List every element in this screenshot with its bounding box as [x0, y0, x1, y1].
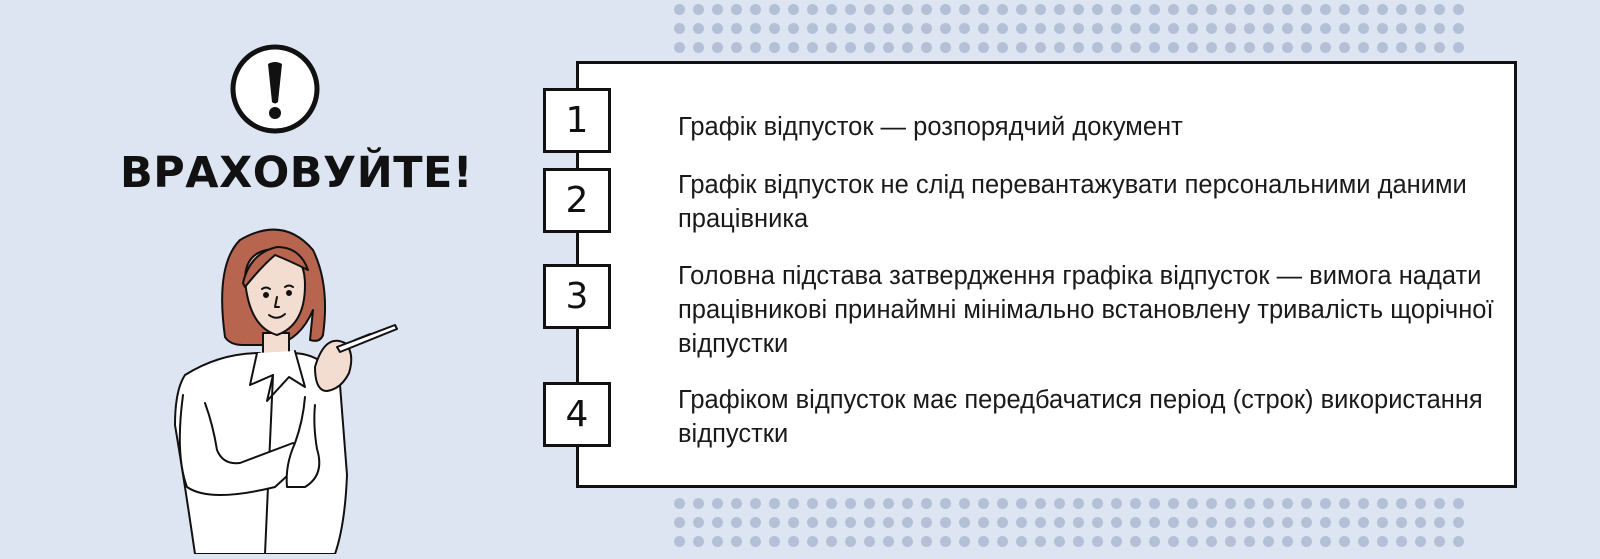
- item-number-4: 4: [543, 382, 611, 447]
- item-text-3: Головна підстава затвердження графіка ві…: [678, 262, 1494, 358]
- info-panel: [576, 61, 1517, 488]
- item-number-2: 2: [543, 168, 611, 233]
- item-text-2: Графік відпусток не слід перевантажувати…: [678, 171, 1467, 233]
- exclamation-circle-icon: [228, 42, 322, 136]
- item-text-1: Графік відпусток — розпорядчий документ: [678, 113, 1183, 141]
- item-number-3: 3: [543, 264, 611, 329]
- warning-title: ВРАХОВУЙТЕ!: [120, 148, 474, 198]
- item-number-1: 1: [543, 88, 611, 153]
- decorative-dot-pattern-bottom: [670, 494, 1470, 554]
- woman-with-pen-illustration: [165, 225, 435, 555]
- decorative-dot-pattern-top: [670, 0, 1470, 58]
- item-text-4: Графіком відпусток має передбачатися пер…: [678, 386, 1483, 448]
